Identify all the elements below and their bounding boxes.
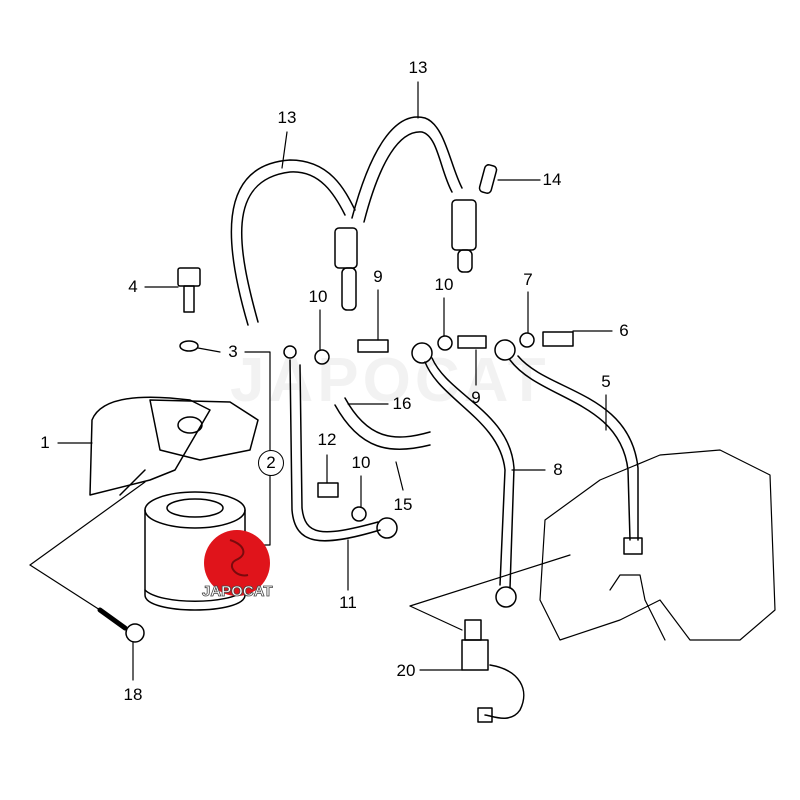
callout-10: 10 (351, 453, 371, 472)
bolt-12 (317, 482, 339, 498)
bolt-9-a (357, 339, 389, 353)
bolt-4 (177, 267, 201, 352)
callout-11: 11 (339, 593, 357, 612)
callout-15: 15 (393, 495, 413, 514)
filter-housing-1 (89, 396, 259, 496)
oil-filter-2 (144, 491, 246, 611)
pipe-8 (411, 342, 517, 608)
callout-5: 5 (601, 372, 611, 391)
washer-7 (519, 332, 535, 348)
bolt-18 (97, 607, 145, 643)
bolt-6 (542, 331, 574, 347)
sensor-20 (461, 619, 525, 723)
washer-10-b (437, 335, 453, 351)
callout-1: 1 (40, 433, 50, 452)
callout-10: 10 (434, 275, 454, 294)
washer-10-c (351, 506, 367, 522)
callout-6: 6 (619, 321, 629, 340)
callout-18: 18 (123, 685, 143, 704)
callout-9: 9 (471, 388, 481, 407)
callout-2: 2 (258, 450, 284, 476)
callout-7: 7 (523, 270, 533, 289)
logo-text: JAPOCAT (202, 583, 273, 601)
callout-9: 9 (373, 267, 383, 286)
callout-4: 4 (128, 277, 138, 296)
engine-block (539, 449, 776, 641)
pipe-11 (283, 345, 398, 542)
callout-8: 8 (553, 460, 563, 479)
pipe-5 (494, 339, 643, 555)
hose-15 (334, 397, 431, 451)
callout-3: 3 (228, 342, 238, 361)
callout-16: 16 (392, 394, 412, 413)
washer-10-a (314, 349, 330, 365)
connector-left (334, 227, 358, 311)
bolt-9-b (457, 335, 487, 349)
callout-13: 13 (408, 58, 428, 77)
callout-12: 12 (317, 430, 337, 449)
connector-right (451, 199, 477, 273)
callout-10: 10 (308, 287, 328, 306)
callout-13: 13 (277, 108, 297, 127)
hose-13-right (351, 116, 463, 223)
callout-14: 14 (542, 170, 562, 189)
plug-14 (478, 164, 498, 194)
callout-20: 20 (396, 661, 416, 680)
hose-13-left (230, 159, 356, 326)
